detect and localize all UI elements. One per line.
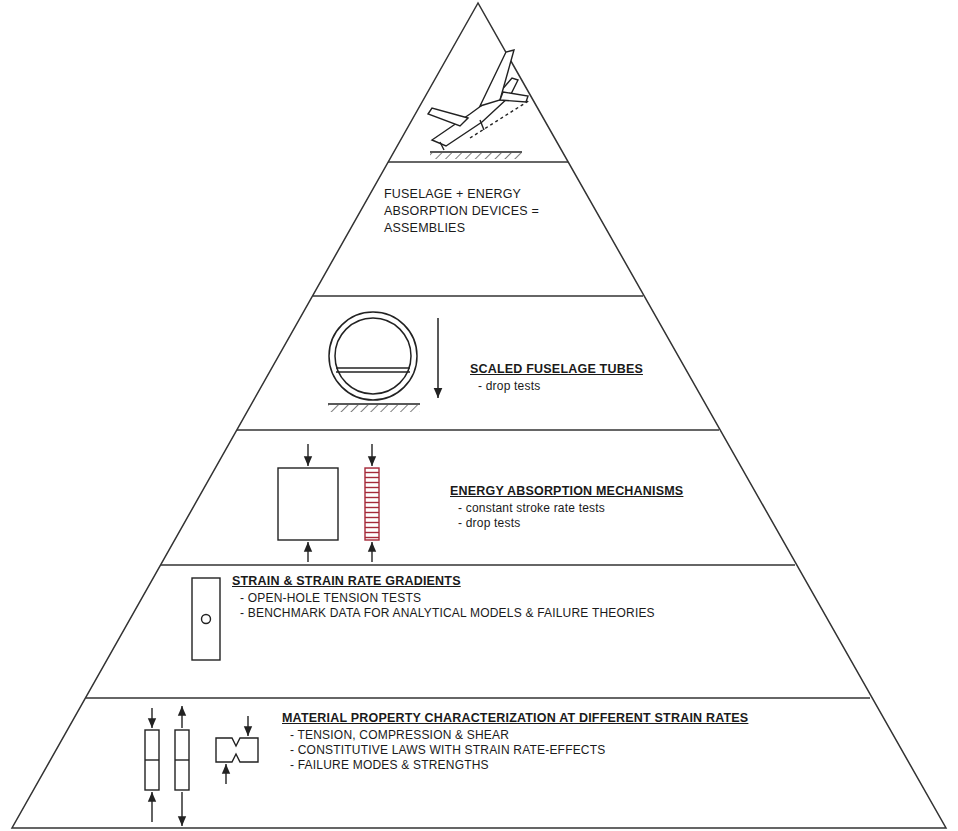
- open-hole-specimen: [192, 578, 220, 660]
- band-bullet: - constant stroke rate tests: [450, 501, 683, 516]
- band-bullet: - FAILURE MODES & STRENGTHS: [282, 758, 748, 773]
- tube-band: SCALED FUSELAGE TUBES - drop tests: [470, 362, 643, 394]
- band-dividers: [86, 162, 870, 698]
- energy-absorber-specimens: [278, 444, 379, 562]
- material-coupons: [145, 706, 258, 826]
- band-heading: SCALED FUSELAGE TUBES: [470, 362, 643, 377]
- mechanism-band: ENERGY ABSORPTION MECHANISMS - constant s…: [450, 484, 683, 531]
- band-heading: STRAIN & STRAIN RATE GRADIENTS: [232, 574, 655, 589]
- gradient-band: STRAIN & STRAIN RATE GRADIENTS - OPEN-HOL…: [232, 574, 655, 621]
- band-bullet: - OPEN-HOLE TENSION TESTS: [232, 591, 655, 606]
- band-bullet: - drop tests: [470, 379, 643, 394]
- fuselage-tube: [328, 312, 438, 412]
- pyramid-outline: [12, 3, 946, 828]
- aircraft-impact: [428, 50, 530, 159]
- band-heading: MATERIAL PROPERTY CHARACTERIZATION AT DI…: [282, 711, 748, 726]
- band-heading: FUSELAGE + ENERGY ABSORPTION DEVICES = A…: [384, 186, 574, 237]
- assembly-band: FUSELAGE + ENERGY ABSORPTION DEVICES = A…: [384, 186, 574, 237]
- band-bullet: - TENSION, COMPRESSION & SHEAR: [282, 728, 748, 743]
- band-bullet: - BENCHMARK DATA FOR ANALYTICAL MODELS &…: [232, 606, 655, 621]
- band-bullet: - drop tests: [450, 516, 683, 531]
- band-bullet: - CONSTITUTIVE LAWS WITH STRAIN RATE-EFF…: [282, 743, 748, 758]
- material-band: MATERIAL PROPERTY CHARACTERIZATION AT DI…: [282, 711, 748, 773]
- band-heading: ENERGY ABSORPTION MECHANISMS: [450, 484, 683, 499]
